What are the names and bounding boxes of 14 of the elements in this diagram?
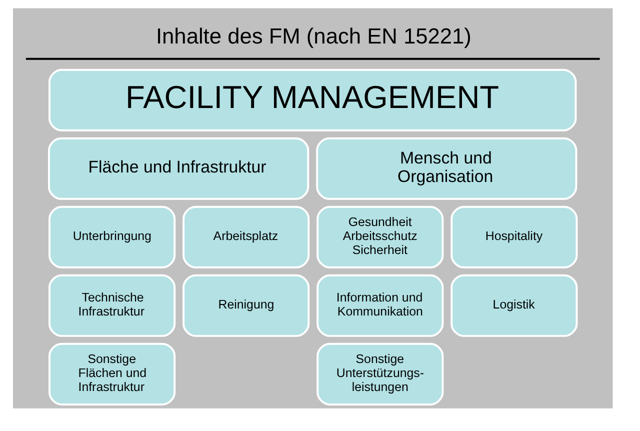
- node-box: Sonstige Unterstützungs- leistungen: [316, 342, 444, 406]
- node-box: Mensch und Organisation: [316, 137, 578, 200]
- node-box: Hospitality: [450, 206, 578, 268]
- node-box: Logistik: [450, 274, 578, 337]
- node-box: Information und Kommunikation: [316, 274, 444, 337]
- node-box: Unterbringung: [48, 206, 176, 268]
- node-box: Fläche und Infrastruktur: [48, 137, 310, 200]
- node-box: Reinigung: [182, 274, 310, 337]
- node-box: Sonstige Flächen und Infrastruktur: [48, 342, 176, 406]
- node-box: Technische Infrastruktur: [48, 274, 176, 337]
- node-box: Arbeitsplatz: [182, 206, 310, 268]
- node-box: FACILITY MANAGEMENT: [48, 68, 577, 132]
- node-box: Gesundheit Arbeitsschutz Sicherheit: [316, 206, 444, 268]
- diagram-title: Inhalte des FM (nach EN 15221): [156, 24, 472, 49]
